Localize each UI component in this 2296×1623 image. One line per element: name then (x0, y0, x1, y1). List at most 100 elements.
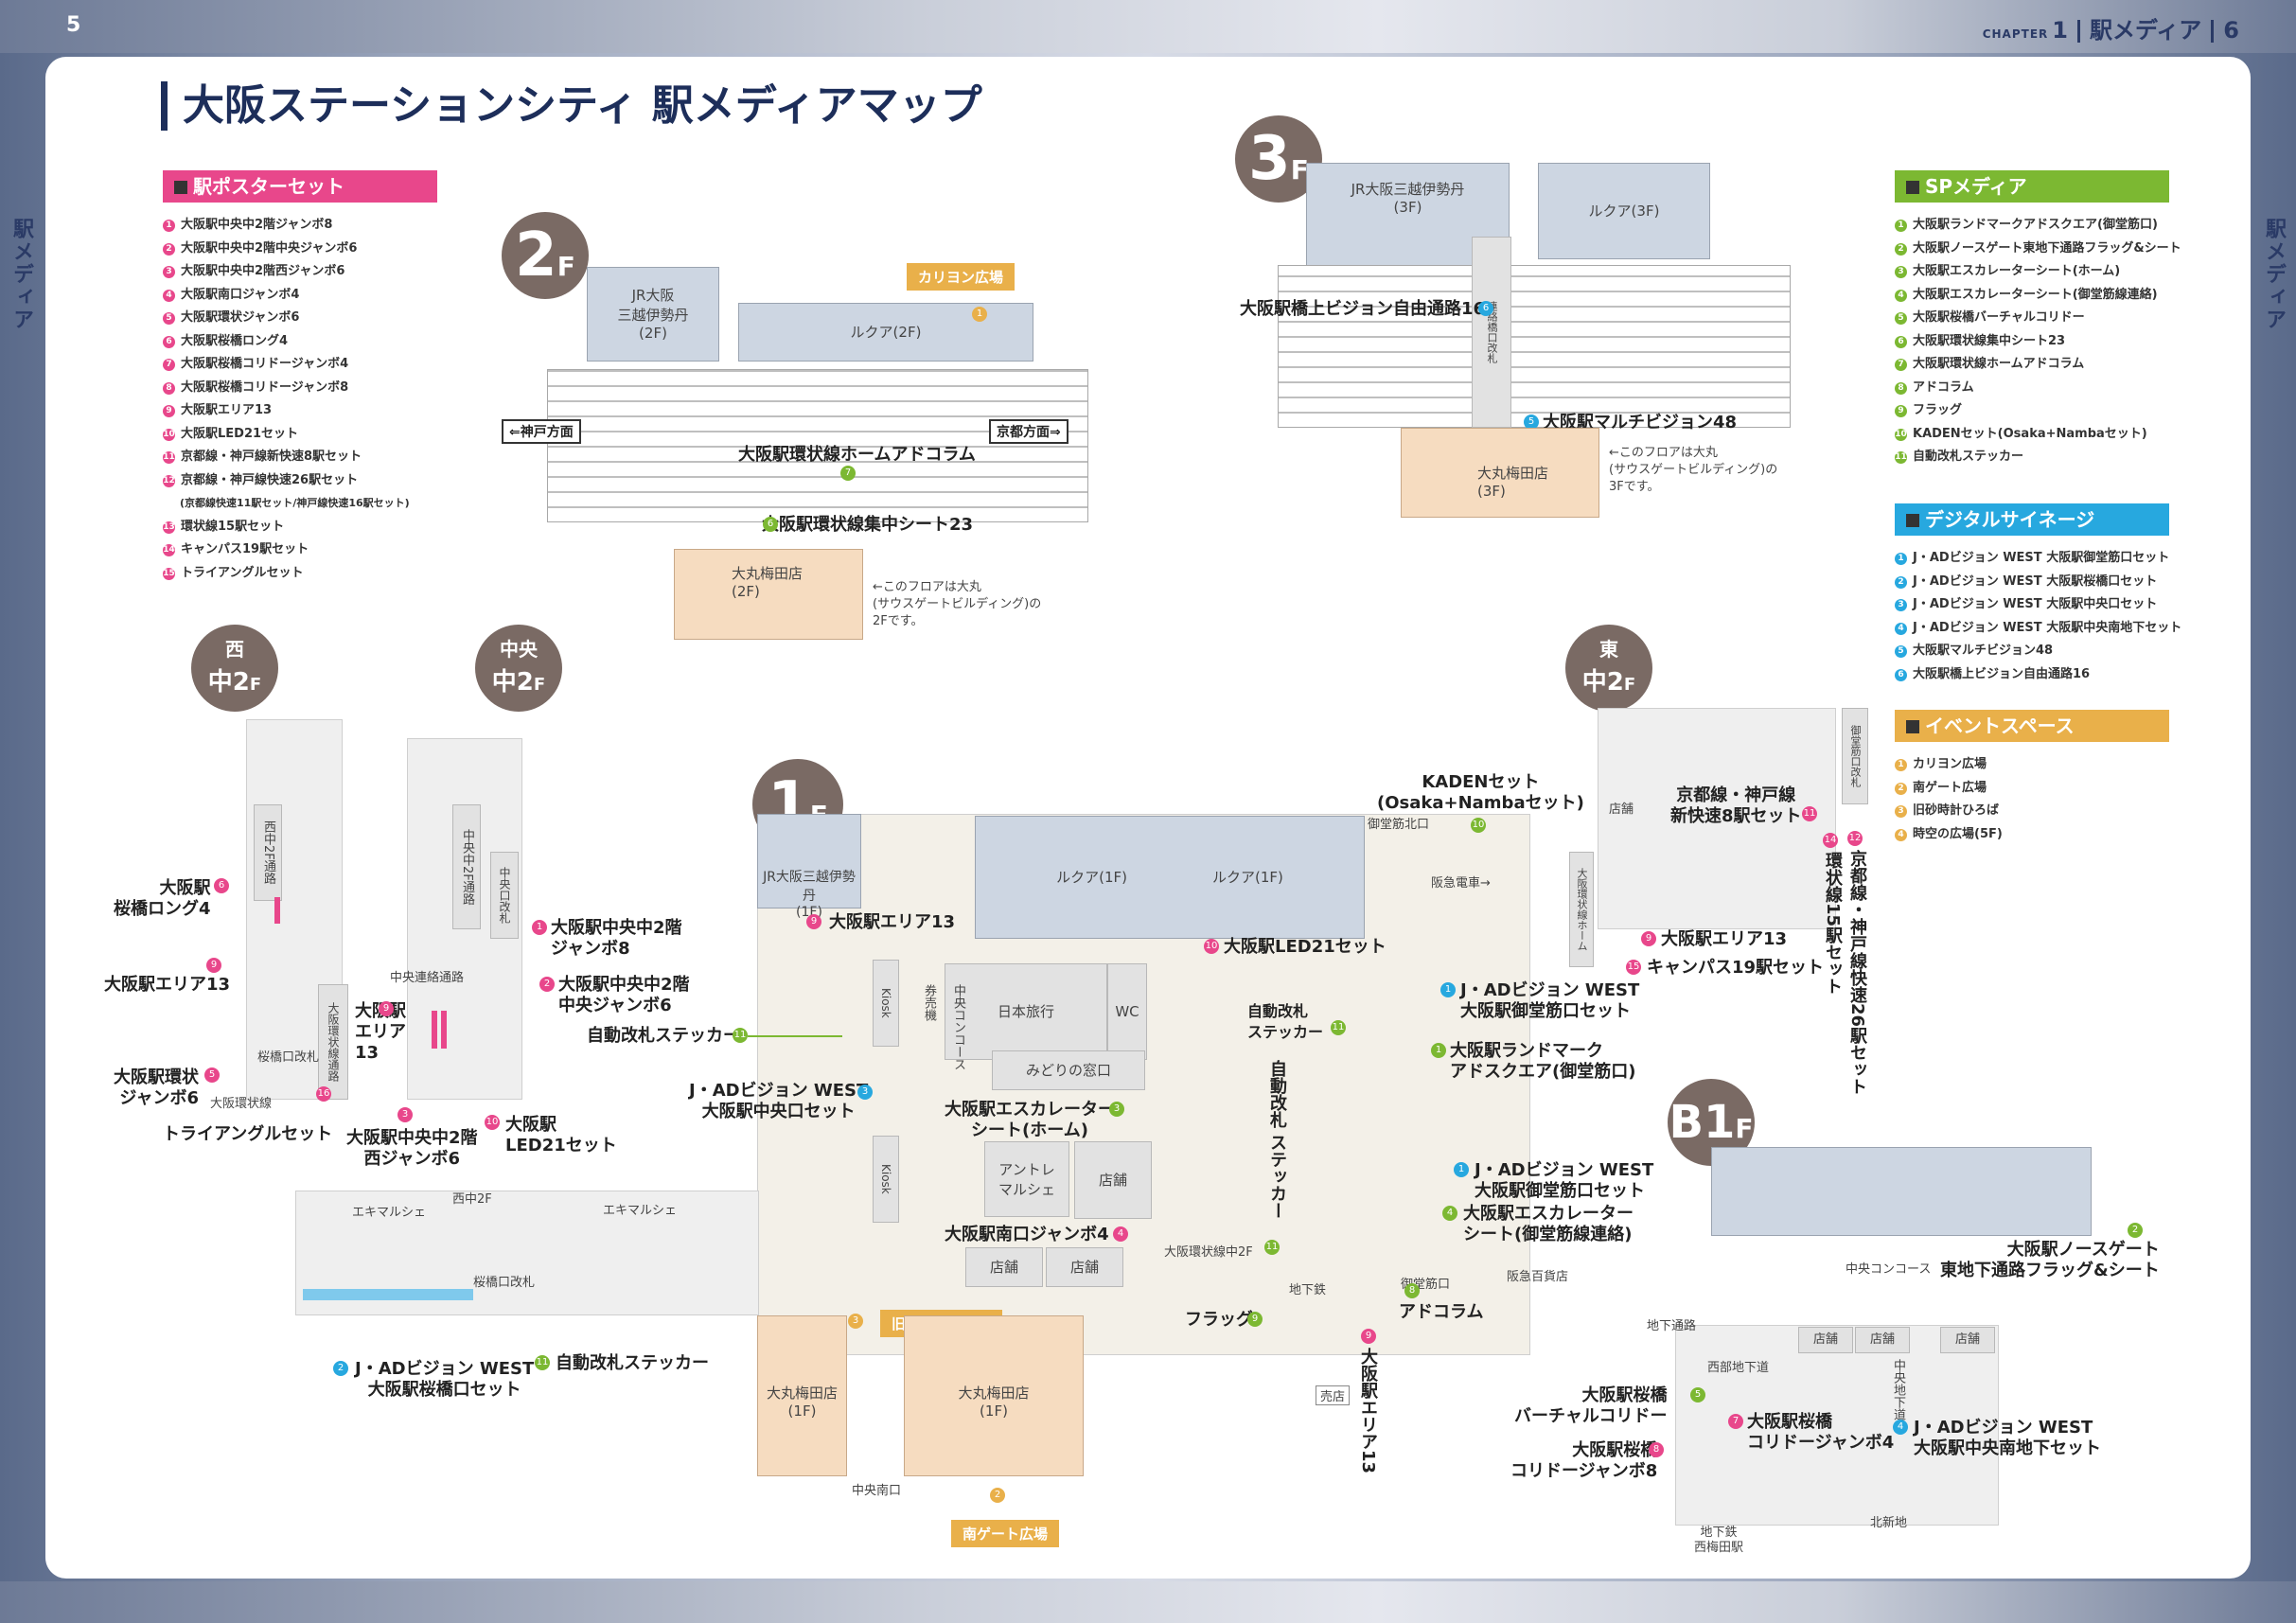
jad-south-ug-label[interactable]: J・ADビジョン WEST 大阪駅中央南地下セット (1914, 1418, 2101, 1458)
esc-midosuji-label[interactable]: 大阪駅エスカレーター シート(御堂筋線連絡) (1463, 1204, 1634, 1244)
area13-west-label[interactable]: 大阪駅エリア13 (104, 975, 231, 995)
event-pin-3[interactable]: 3 (848, 1314, 863, 1329)
poster-pin-9b[interactable]: 9 (379, 1001, 394, 1016)
sp-pin-8[interactable]: 8 (1404, 1283, 1420, 1298)
sticker-1f-mid[interactable]: 自動改札 ステッカー (1267, 1060, 1287, 1220)
poster-pin-15[interactable]: 15 (1626, 960, 1641, 975)
digital-pin-2[interactable]: 2 (333, 1361, 348, 1376)
sp-pin-11b[interactable]: 11 (1264, 1240, 1280, 1255)
campus19-label[interactable]: キャンパス19駅セット (1647, 958, 1825, 978)
poster-pin-7[interactable]: 7 (1728, 1414, 1743, 1429)
digital-pin-4[interactable]: 4 (1893, 1420, 1908, 1435)
poster-pin-10[interactable]: 10 (485, 1115, 500, 1130)
poster-pin-14[interactable]: 14 (1823, 833, 1838, 848)
digital-pin-3[interactable]: 3 (857, 1085, 873, 1100)
east-area13-label[interactable]: 大阪駅エリア13 (1661, 929, 1788, 949)
digital-pin-5[interactable]: 5 (1524, 415, 1539, 430)
adcolumn-label[interactable]: アドコラム (1399, 1302, 1484, 1322)
poster-pin-9c[interactable]: 9 (1641, 931, 1656, 946)
flag-label[interactable]: フラッグ (1185, 1310, 1253, 1330)
sp-pin-10[interactable]: 10 (1471, 818, 1486, 833)
sticker-1f-bottom[interactable]: 自動改札ステッカー (556, 1353, 709, 1373)
area13-1f-bottom-label[interactable]: 大阪駅エリア13 (1358, 1348, 1378, 1474)
shinkaisoku8-label[interactable]: 京都線・神戸線 新快速8駅セット (1670, 785, 1802, 826)
kanjo-adcolumn-label[interactable]: 大阪駅環状線ホームアドコラム (738, 445, 976, 465)
legend-digital-item-label: J・ADビジョン WEST 大阪駅中央南地下セット (1913, 620, 2182, 635)
sp-pin-3[interactable]: 3 (1109, 1102, 1124, 1117)
floor-badge-east-num: 中2 (1581, 668, 1624, 697)
kanjo15-label[interactable]: 環状線15駅セット (1823, 852, 1843, 996)
digital-pin-6[interactable]: 6 (1478, 301, 1493, 316)
sticker-1f-top[interactable]: 自動改札 ステッカー (1247, 1002, 1324, 1041)
sp-pin-9[interactable]: 9 (1247, 1312, 1263, 1327)
page-number-left: 5 (66, 13, 81, 37)
poster-pin-6[interactable]: 6 (214, 878, 229, 893)
sp-pin-4[interactable]: 4 (1442, 1206, 1457, 1221)
poster-pin-16[interactable]: 16 (316, 1086, 331, 1102)
area13-1f-top-label[interactable]: 大阪駅エリア13 (829, 912, 956, 932)
esc-home-label[interactable]: 大阪駅エスカレーター シート(ホーム) (945, 1100, 1115, 1140)
sp-pin-11[interactable]: 11 (1331, 1020, 1346, 1035)
center-led21-label[interactable]: 大阪駅 LED21セット (505, 1115, 617, 1156)
legend-event-item-label: カリヨン広場 (1913, 757, 1987, 771)
sp-pin-7[interactable]: 7 (840, 466, 856, 481)
west-sakura-gate: 桜橋口改札 (257, 1050, 320, 1065)
jad-sakura-label[interactable]: J・ADビジョン WEST 大阪駅桜橋口セット (355, 1359, 535, 1400)
poster-pin-9d[interactable]: 9 (806, 914, 821, 929)
vision16-label[interactable]: 大阪駅橋上ビジョン自由通路16 (1240, 299, 1486, 319)
digital-pin-1[interactable]: 1 (1440, 982, 1456, 997)
northgate-flag-label[interactable]: 大阪駅ノースゲート 東地下通路フラッグ&シート (1940, 1240, 2160, 1280)
side-tab-left[interactable]: 駅メディア (9, 218, 33, 331)
jad-midosuji2-label[interactable]: J・ADビジョン WEST 大阪駅御堂筋口セット (1475, 1160, 1654, 1201)
sp-pin-11c[interactable]: 11 (733, 1028, 748, 1043)
legend-sp-number-icon: 5 (1895, 312, 1907, 325)
legend-digital-number-icon: 2 (1895, 575, 1907, 589)
south-jumbo4-label[interactable]: 大阪駅南口ジャンボ4 (945, 1225, 1109, 1244)
event-pin-2[interactable]: 2 (990, 1488, 1005, 1503)
poster-bar-2 (432, 1011, 437, 1049)
multivision48-label[interactable]: 大阪駅マルチビジョン48 (1543, 413, 1738, 432)
poster-pin-4[interactable]: 4 (1113, 1226, 1128, 1242)
corr4-label[interactable]: 大阪駅桜橋 コリドージャンボ4 (1747, 1412, 1895, 1453)
center-w-jumbo6-label[interactable]: 大阪駅中央中2階 西ジャンボ6 (346, 1128, 478, 1169)
kaisoku26-label[interactable]: 京都線・神戸線快速26駅セット (1847, 850, 1867, 1096)
poster-pin-9e[interactable]: 9 (1361, 1329, 1376, 1344)
sakura-long4-label[interactable]: 大阪駅 桜橋ロング4 (114, 878, 211, 919)
sp-pin-1[interactable]: 1 (1431, 1043, 1446, 1058)
virtual-corridor-label[interactable]: 大阪駅桜橋 バーチャルコリドー (1514, 1385, 1668, 1426)
poster-pin-12[interactable]: 12 (1847, 831, 1863, 846)
landmark-label[interactable]: 大阪駅ランドマーク アドスクエア(御堂筋口) (1450, 1041, 1636, 1082)
event-pin-1[interactable]: 1 (972, 307, 987, 322)
floor-badge-2f-suffix: F (556, 251, 575, 282)
poster-pin-2[interactable]: 2 (539, 977, 555, 992)
sp-pin-11d[interactable]: 11 (535, 1355, 550, 1370)
kaden-set-label[interactable]: KADENセット (Osaka+Nambaセット) (1377, 772, 1584, 813)
corr8-label[interactable]: 大阪駅桜橋 コリドージャンボ8 (1510, 1440, 1658, 1481)
east-midosuji-gate: 御堂筋口改札 (1842, 708, 1868, 804)
legend-poster-heading: 駅ポスターセット (163, 170, 437, 203)
kanjo-jumbo6-label[interactable]: 大阪駅環状 ジャンボ6 (114, 1067, 199, 1108)
jad-midosuji-label[interactable]: J・ADビジョン WEST 大阪駅御堂筋口セット (1460, 980, 1640, 1021)
center-area13-label[interactable]: 大阪駅 エリア 13 (355, 1001, 406, 1063)
poster-pin-11[interactable]: 11 (1802, 806, 1817, 821)
kanjo-sheet23-label[interactable]: 大阪駅環状線集中シート23 (762, 515, 974, 535)
poster-pin-1[interactable]: 1 (532, 920, 547, 935)
sp-pin-2[interactable]: 2 (2128, 1223, 2143, 1238)
sp-pin-5[interactable]: 5 (1690, 1387, 1705, 1402)
sticker-1f-left[interactable]: 自動改札ステッカー (587, 1026, 740, 1046)
led21-1f-label[interactable]: 大阪駅LED21セット (1224, 937, 1386, 957)
center-jumbo8-label[interactable]: 大阪駅中央中2階 ジャンボ8 (551, 918, 682, 959)
legend-digital-item-label: J・ADビジョン WEST 大阪駅御堂筋口セット (1913, 551, 2170, 565)
poster-pin-8[interactable]: 8 (1649, 1442, 1664, 1457)
poster-pin-3[interactable]: 3 (397, 1107, 413, 1122)
poster-pin-9[interactable]: 9 (206, 958, 221, 973)
digital-pin-1b[interactable]: 1 (1454, 1162, 1469, 1177)
sp-pin-6[interactable]: 6 (763, 517, 778, 532)
triangle-set-label[interactable]: トライアングルセット (163, 1124, 333, 1144)
jad-center-label[interactable]: J・ADビジョン WEST 大阪駅中央口セット (689, 1081, 869, 1121)
center-c-jumbo6-label[interactable]: 大阪駅中央中2階 中央ジャンボ6 (558, 975, 690, 1015)
side-tab-right[interactable]: 駅メディア (2262, 218, 2286, 331)
poster-pin-5[interactable]: 5 (204, 1067, 220, 1083)
poster-pin-10b[interactable]: 10 (1204, 939, 1219, 954)
